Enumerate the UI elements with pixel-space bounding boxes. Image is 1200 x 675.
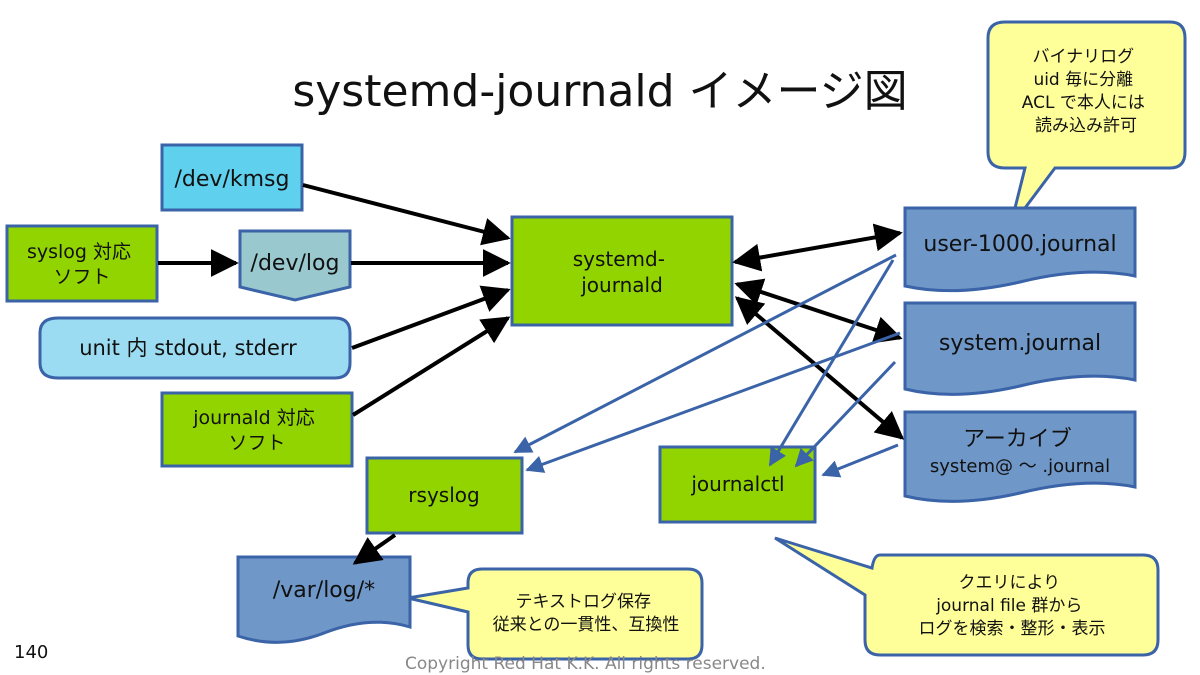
node-systemd-journald-line1: systemd- (573, 247, 665, 271)
arrow-journald-system-journal (734, 278, 903, 344)
node-archive-line1: アーカイブ (963, 427, 1072, 452)
node-user-journal-label: user-1000.journal (923, 232, 1116, 257)
node-user-journal: user-1000.journal (903, 206, 1137, 293)
node-dev-log-label: /dev/log (251, 251, 340, 276)
node-unit-stdout: unit 内 stdout, stderr (38, 316, 352, 380)
node-var-log: /var/log/* (236, 555, 412, 644)
arrow-journald-user-journal (732, 223, 903, 272)
page-number: 140 (14, 642, 49, 663)
svg-text:journald 対応 ソフト: journald 対応 ソフト (192, 407, 321, 454)
node-rsyslog: rsyslog (365, 456, 524, 535)
node-journalctl: journalctl (658, 445, 817, 524)
node-dev-log: /dev/log (238, 229, 352, 302)
svg-text:クエリにより journal file 群から: クエリにより journal file 群から ログを検索・整形・表示 (919, 573, 1106, 639)
node-rsyslog-label: rsyslog (408, 483, 479, 507)
node-system-journal-label: system.journal (939, 331, 1101, 356)
svg-text:アーカイブ system@ ～ .journal: アーカイブ system@ ～ .journal (930, 427, 1110, 477)
svg-text:テキストログ保存 従来との一貫性、互換性: テキストログ保存 従来との一貫性、互換性 (493, 592, 680, 635)
page-title: systemd-journald イメージ図 (292, 66, 908, 117)
callout-query-line3: ログを検索・整形・表示 (919, 619, 1106, 639)
callout-text-line1: テキストログ保存 (516, 592, 652, 612)
callout-binary-line2: uid 毎に分離 (1033, 70, 1133, 90)
arrow-userjournal-to-journalctl (768, 259, 895, 467)
read-arrows (513, 253, 901, 478)
node-journald-software-line1: journald 対応 (192, 407, 315, 429)
arrow-unit-to-journald (351, 285, 511, 350)
callout-binary-line1: バイナリログ (1032, 47, 1134, 67)
node-dev-kmsg: /dev/kmsg (160, 143, 304, 212)
arrow-journald-archive (734, 296, 905, 440)
callout-text-line2: 従来との一貫性、互換性 (493, 615, 680, 635)
node-syslog-software-line2: ソフト (53, 266, 110, 288)
node-syslog-software: syslog 対応 ソフト (5, 224, 159, 303)
callout-text-log: テキストログ保存 従来との一貫性、互換性 (407, 567, 704, 661)
callout-binary-log: バイナリログ uid 毎に分離 ACL で本人には 読み込み許可 (986, 20, 1187, 229)
arrow-journaldsoft-to-journald (351, 316, 511, 417)
node-unit-stdout-label: unit 内 stdout, stderr (79, 336, 297, 360)
node-journald-software-line2: ソフト (228, 432, 285, 454)
arrow-rsyslog-to-varlog (352, 533, 397, 565)
arrow-systemjournal-to-journalctl (794, 360, 897, 468)
node-archive: アーカイブ system@ ～ .journal (903, 410, 1137, 503)
callout-query-line1: クエリにより (958, 573, 1060, 593)
svg-text:systemd- journald: systemd- journald (573, 247, 672, 297)
arrow-userjournal-to-rsyslog (513, 253, 897, 454)
node-system-journal: system.journal (903, 301, 1137, 396)
node-var-log-label: /var/log/* (273, 578, 375, 603)
node-dev-kmsg-label: /dev/kmsg (175, 167, 290, 192)
node-archive-line2: system@ ～ .journal (930, 456, 1110, 477)
svg-text:バイナリログ uid 毎に分離 AC: バイナリログ uid 毎に分離 ACL で本人には 読み込み許可 (1022, 47, 1150, 136)
node-systemd-journald: systemd- journald (510, 215, 734, 327)
node-syslog-software-line1: syslog 対応 (27, 241, 131, 263)
copyright-notice: Copyright Red Hat K.K. All rights reserv… (405, 654, 766, 674)
arrow-archive-to-journalctl (821, 443, 899, 478)
node-journald-software: journald 対応 ソフト (160, 391, 354, 468)
callout-binary-line3: ACL で本人には (1022, 93, 1145, 113)
arrow-kmsg-to-journald (302, 183, 511, 246)
callout-binary-line4: 読み込み許可 (1035, 116, 1137, 136)
node-journalctl-label: journalctl (690, 472, 784, 496)
callout-query-line2: journal file 群から (935, 596, 1082, 616)
callout-query: クエリにより journal file 群から ログを検索・整形・表示 (774, 536, 1160, 657)
node-systemd-journald-line2: journald (580, 273, 663, 297)
svg-text:syslog 対応 ソフト: syslog 対応 ソフト (27, 241, 137, 288)
arrow-systemjournal-to-rsyslog (525, 331, 901, 473)
